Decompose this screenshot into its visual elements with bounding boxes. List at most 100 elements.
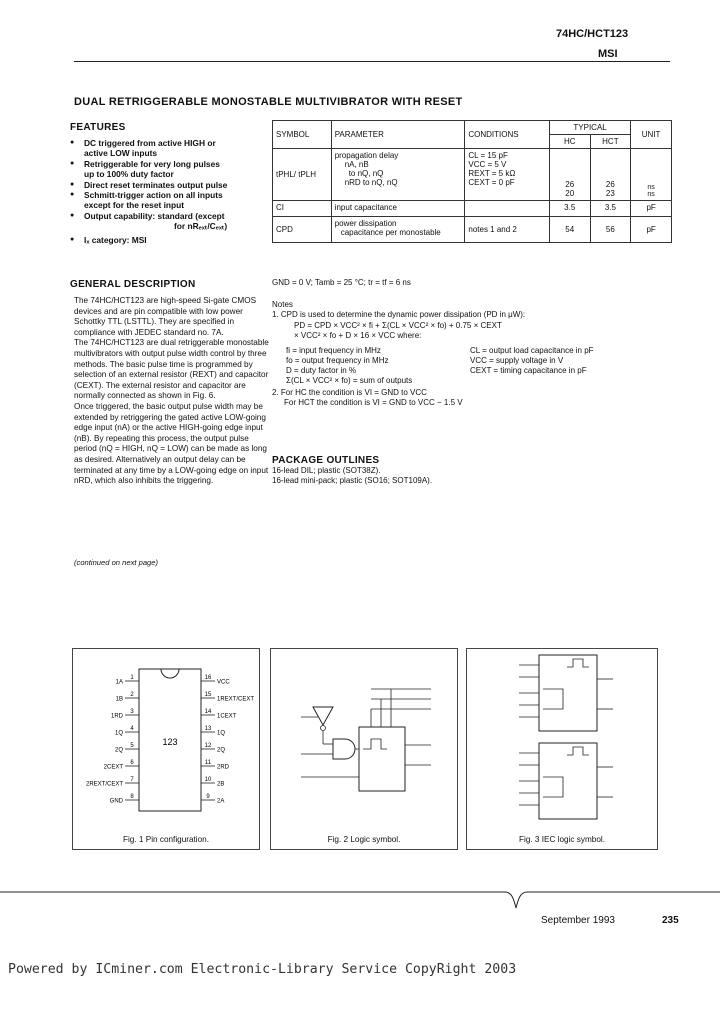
description-paragraph: The 74HC/HCT123 are dual retriggerable m… — [74, 338, 269, 401]
pin-label: 1Q — [115, 731, 123, 737]
pulse-glyph — [567, 658, 589, 668]
and-gate — [332, 738, 356, 760]
footer-rule — [0, 891, 720, 909]
pin-number: 8 — [130, 794, 134, 800]
pin-number: 15 — [205, 692, 212, 698]
document-title: DUAL RETRIGGERABLE MONOSTABLE MULTIVIBRA… — [74, 96, 463, 108]
cond-line: CEXT = 0 pF — [468, 178, 515, 187]
pulse-glyph — [363, 738, 387, 750]
cell-symbol: tPHL/ tPLH — [272, 148, 332, 201]
spec-table: SYMBOL PARAMETER CONDITIONS TYPICAL UNIT… — [272, 120, 672, 243]
package-heading: PACKAGE OUTLINES — [272, 455, 380, 466]
general-heading: GENERAL DESCRIPTION — [70, 279, 196, 290]
cell-parameter: input capacitance — [330, 200, 466, 217]
feature-item: active LOW inputs — [84, 148, 158, 159]
monostable-block — [358, 726, 406, 792]
pin-number: 12 — [205, 743, 212, 749]
cell-conditions: notes 1 and 2 — [464, 216, 550, 243]
value: ns — [647, 191, 655, 198]
cell-hct: 56 — [589, 216, 632, 243]
cell-parameter: power dissipation capacitance per monost… — [330, 216, 466, 243]
pin-label: 1B — [116, 697, 123, 703]
package-item: 16-lead DIL; plastic (SOT38Z). — [272, 466, 381, 475]
param-line: capacitance per monostable — [340, 228, 441, 237]
chip-label: 123 — [162, 737, 177, 747]
pin-number: 4 — [130, 726, 134, 732]
pin-number: 11 — [205, 760, 212, 766]
package-list: 16-lead DIL; plastic (SOT38Z). 16-lead m… — [272, 466, 432, 487]
description-paragraph: Once triggered, the basic output pulse w… — [74, 401, 269, 486]
value: ns — [647, 184, 655, 191]
pin-number: 1 — [130, 675, 134, 681]
pin-number: 6 — [130, 760, 134, 766]
cell-symbol: CPD — [272, 216, 332, 243]
pin-group: 11A16VCC21B151REXT/CEXT31RD141CEXT41Q131… — [86, 675, 254, 805]
param-line: nA, nB — [344, 160, 369, 169]
pin-number: 9 — [206, 794, 210, 800]
cond-line: CL = 15 pF — [468, 151, 508, 160]
inverter-bubble — [320, 725, 326, 731]
col-header-symbol: SYMBOL — [272, 120, 332, 149]
notes-heading: Notes — [272, 300, 293, 309]
pin-number: 2 — [130, 692, 134, 698]
header-rule — [74, 61, 670, 62]
pin-number: 14 — [205, 709, 212, 715]
param-line: propagation delay — [334, 151, 399, 160]
features-heading: FEATURES — [70, 122, 126, 133]
figure-3-caption: Fig. 3 IEC logic symbol. — [519, 835, 605, 844]
pin-label: 2Q — [115, 748, 123, 754]
value: 26 — [565, 180, 575, 189]
feature-item: Iₓ category: MSI — [70, 235, 270, 246]
feature-item: DC triggered from active HIGH or — [70, 138, 270, 149]
cell-conditions: CL = 15 pF VCC = 5 V REXT = 5 kΩ CEXT = … — [464, 148, 550, 201]
col-header-hct: HCT — [589, 134, 632, 149]
pin-label: 2RD — [217, 765, 230, 771]
note-2: 2. For HC the condition is VI = GND to V… — [272, 387, 427, 397]
note-1-definitions: fi = input frequency in MHz fo = output … — [272, 346, 672, 388]
iec-block-1 — [538, 654, 598, 732]
feature-item: for nRₑₓₜ/Cₑₓₜ) — [174, 221, 228, 232]
pin-label: 1CEXT — [217, 714, 237, 720]
package-item: 16-lead mini-pack; plastic (SO16; SOT109… — [272, 476, 433, 486]
pin-number: 13 — [205, 726, 212, 732]
definition: CL = output load capacitance in pF — [470, 345, 594, 355]
col-header-typical: TYPICAL — [548, 120, 632, 135]
iec-block-2 — [538, 742, 598, 820]
category-label: MSI — [598, 48, 618, 60]
param-line: power dissipation — [334, 219, 397, 228]
pin-number: 10 — [205, 777, 212, 783]
pin-number: 16 — [205, 675, 212, 681]
feature-item: except for the reset input — [84, 200, 185, 211]
description-paragraph: The 74HC/HCT123 are high-speed Si-gate C… — [74, 296, 257, 337]
pin-label: 2A — [217, 799, 224, 805]
pin-label: 2REXT/CEXT — [86, 782, 123, 788]
cell-unit: pF — [630, 200, 672, 217]
pin-label: VCC — [217, 680, 230, 686]
gate-glyph — [543, 776, 564, 798]
figure-2-caption: Fig. 2 Logic symbol. — [327, 835, 401, 844]
pin-label: GND — [110, 799, 124, 805]
logic-diagram — [301, 688, 431, 792]
cell-unit: ns ns — [630, 148, 672, 201]
feature-item: up to 100% duty factor — [84, 169, 174, 180]
col-header-unit: UNIT — [630, 120, 672, 149]
param-line: to nQ, nQ — [348, 169, 384, 178]
chip-notch — [160, 668, 180, 679]
col-header-hc: HC — [548, 134, 591, 149]
pin-label: 2CEXT — [104, 765, 124, 771]
cell-hc: 54 — [548, 216, 591, 243]
feature-item: Schmitt-trigger action on all inputs — [70, 190, 270, 201]
cell-unit: pF — [630, 216, 672, 243]
param-line: nRD to nQ, nQ — [344, 178, 398, 187]
features-list: DC triggered from active HIGH or active … — [70, 138, 270, 245]
pin-label: 2Q — [217, 748, 225, 754]
figure-iec-symbol: Fig. 3 IEC logic symbol. — [466, 648, 658, 850]
pin-label: 1RD — [111, 714, 124, 720]
note-2: For HCT the condition is VI = GND to VCC… — [284, 398, 463, 408]
general-description: The 74HC/HCT123 are high-speed Si-gate C… — [74, 296, 270, 487]
cell-hct: 26 23 — [589, 148, 632, 201]
pin-label: 1A — [116, 680, 123, 686]
watermark-text: Powered by ICminer.com Electronic-Librar… — [8, 962, 517, 977]
cond-line: REXT = 5 kΩ — [468, 169, 516, 178]
